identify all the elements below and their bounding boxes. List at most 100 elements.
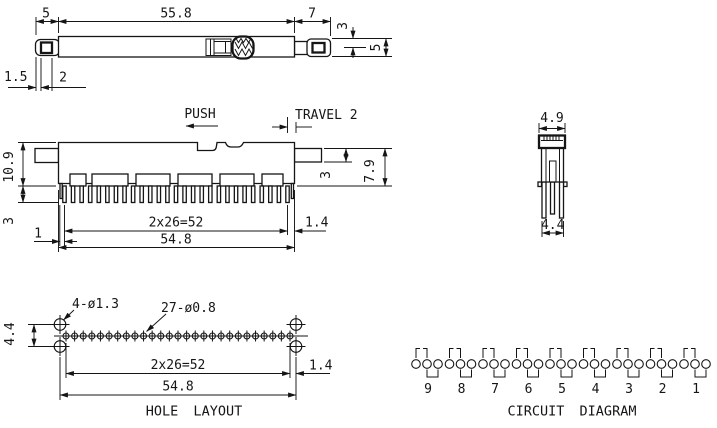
circuit-group: 6 [511, 348, 544, 397]
front-view-dimensions: PUSH TRAVEL 2 10.9 3 1 2x26=52 1.4 [2, 107, 392, 252]
pin-hole [96, 332, 105, 340]
corner-holes [50, 315, 306, 356]
circuit-group: 9 [411, 348, 443, 397]
dim-hole-pitch-total: 2x26=52 [151, 358, 206, 373]
pin [113, 185, 119, 204]
pin-hole [88, 332, 96, 340]
terminal [567, 359, 577, 369]
corner-hole [289, 318, 303, 331]
pin [96, 185, 102, 204]
switch-body-top [57, 35, 296, 58]
dim-tab-hole: 2 [59, 71, 67, 86]
dim-last-hole-offset: 1.4 [309, 359, 333, 374]
side-view: 4.9 4.4 [537, 111, 568, 237]
dim-left-end: 5 [42, 7, 50, 22]
pin [130, 185, 136, 204]
dim-hole-overall-width: 54.8 [162, 380, 193, 395]
pin [147, 185, 153, 204]
pin [173, 185, 179, 204]
hole-layout-title: HOLE LAYOUT [146, 404, 242, 420]
right-tab-hole [311, 41, 326, 54]
pin-hole [183, 332, 191, 340]
pin-hole [105, 332, 113, 340]
side-left-leg [541, 181, 547, 219]
dim-pin-pitch-total: 2x26=52 [149, 216, 204, 231]
pin [276, 185, 282, 204]
circuit-diagram-title: CIRCUIT DIAGRAM [508, 404, 637, 420]
pin [285, 185, 290, 204]
fixed-contact-link [560, 369, 573, 378]
pin [62, 185, 67, 204]
terminal [589, 359, 600, 369]
pin-hole [165, 332, 173, 340]
left-foot [59, 182, 63, 200]
circuit-group: 3 [612, 348, 644, 397]
circuit-group: 8 [444, 348, 477, 397]
circuit-position-label: 4 [592, 382, 600, 397]
moving-contact-bracket [616, 348, 629, 358]
pin-hole [200, 332, 208, 340]
pin-hole [226, 332, 234, 340]
dim-leg-span: 4.4 [541, 218, 565, 233]
terminal [701, 359, 711, 369]
moving-contact-bracket [549, 348, 562, 358]
terminal [511, 359, 522, 369]
right-neck [293, 40, 309, 56]
pin [182, 185, 187, 204]
pin-hole [174, 332, 182, 340]
moving-contact-bracket [449, 348, 461, 358]
pin-hole [122, 332, 130, 340]
terminal [522, 359, 533, 369]
front-view-pins [62, 185, 290, 204]
pin-hole [217, 332, 225, 340]
front-body [57, 141, 296, 185]
pin-hole [139, 332, 148, 340]
fixed-contact-link [460, 369, 472, 378]
side-right-leg [558, 181, 565, 219]
knurled-knob [231, 35, 255, 60]
dim-body-length: 55.8 [160, 7, 191, 22]
pin [225, 185, 230, 204]
travel-label: TRAVEL 2 [295, 108, 358, 123]
dim-overall-width: 54.8 [160, 233, 191, 248]
terminal [455, 359, 466, 369]
pin [242, 185, 247, 204]
fixed-contact-link [627, 369, 640, 378]
front-view-part [34, 141, 323, 204]
moving-contact-bracket [683, 348, 696, 358]
side-view-part [537, 134, 568, 219]
fixed-contact-link [493, 369, 506, 378]
dim-tab-wall: 1.5 [4, 70, 27, 85]
corner-holes-label: 4-ø1.3 [72, 297, 119, 312]
pin [165, 185, 170, 204]
terminal [489, 359, 499, 369]
terminal [422, 359, 432, 369]
fixed-contact-link [527, 369, 539, 378]
circuit-position-label: 5 [558, 382, 566, 397]
side-knob [537, 134, 567, 150]
pin-hole [234, 332, 242, 340]
moving-contact-bracket [482, 348, 495, 358]
pin [156, 185, 162, 204]
push-label: PUSH [184, 107, 215, 122]
terminal [433, 359, 443, 369]
terminal [634, 359, 644, 369]
slider-frame [205, 38, 232, 56]
pin [199, 185, 205, 204]
side-view-dimensions: 4.9 4.4 [538, 111, 566, 237]
circuit-position-label: 1 [692, 382, 700, 397]
terminal [656, 359, 667, 369]
pin-hole [114, 332, 122, 340]
terminal [690, 359, 700, 369]
circuit-position-label: 9 [424, 382, 432, 397]
base-blocks [69, 173, 284, 187]
pin [87, 185, 93, 204]
terminal [645, 359, 656, 369]
pin-hole [71, 332, 79, 340]
circuit-position-label: 8 [458, 382, 466, 397]
pin-hole [191, 332, 199, 340]
terminal [679, 359, 689, 369]
hole-layout: 4-ø1.3 27-ø0.8 4.4 2x26=52 1.4 54.8 HOLE… [3, 297, 333, 420]
fixed-contact-link [426, 369, 439, 378]
